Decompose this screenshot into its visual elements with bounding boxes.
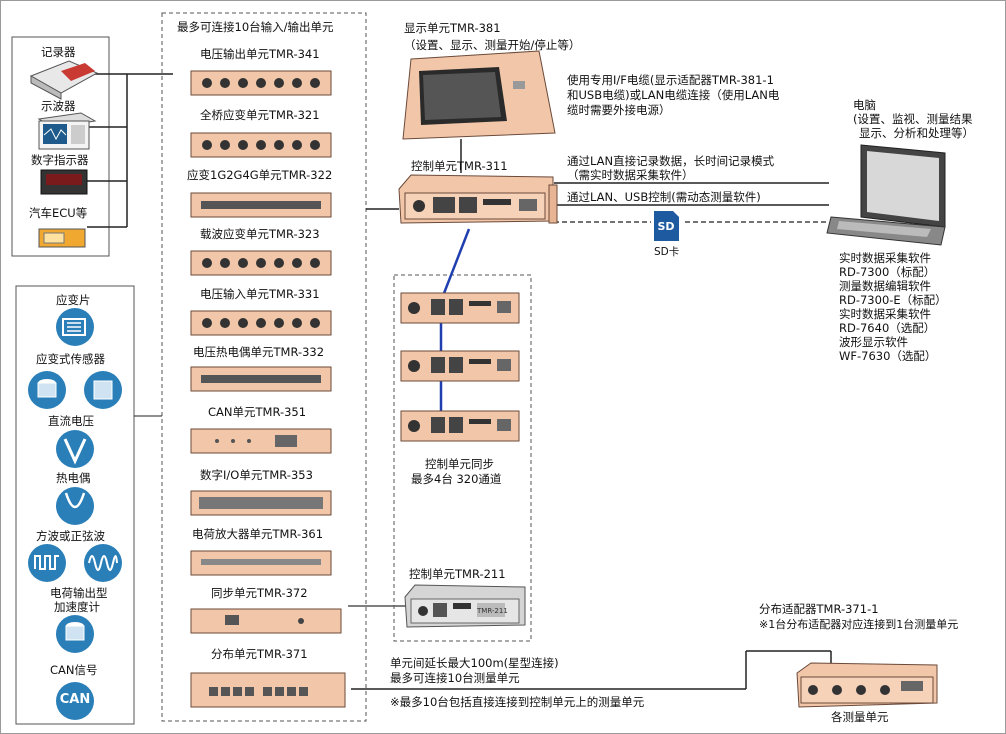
wave-label: 方波或正弦波 xyxy=(36,529,105,543)
strain-transducer-icon xyxy=(28,371,122,409)
digital-indicator-label: 数字指示器 xyxy=(31,153,89,167)
sync-group-label-2: 最多4台 320通道 xyxy=(411,472,502,486)
laptop-device xyxy=(826,144,946,246)
thermocouple-icon xyxy=(56,487,94,525)
dc-voltage-icon xyxy=(56,430,94,468)
unit-device-321 xyxy=(189,127,335,161)
distribution-note-3: ※最多10台包括直接连接到控制单元上的测量单元 xyxy=(390,695,645,709)
sd-card-label: SD卡 xyxy=(654,246,680,258)
software-line-7: 波形显示软件 xyxy=(839,335,908,349)
ecu-icon xyxy=(38,228,86,248)
unit-device-323 xyxy=(189,245,335,279)
control-unit-211-title: 控制单元TMR-211 xyxy=(409,567,506,581)
usb-control-note: 通过LAN、USB控制(需动态测量软件) xyxy=(567,190,761,204)
software-line-3: 测量数据编辑软件 xyxy=(839,279,931,293)
unit-label-341: 电压输出单元TMR-341 xyxy=(200,47,320,61)
accelerometer-icon xyxy=(56,615,94,653)
units-panel-frame xyxy=(161,12,367,722)
unit-device-351 xyxy=(189,423,335,457)
control-unit-211-device xyxy=(404,584,526,628)
charge-output-label: 电荷输出型 xyxy=(50,586,108,600)
display-cable-note-2: 和USB电缆)或LAN电缆连接（使用LAN电 xyxy=(567,88,780,102)
unit-device-331 xyxy=(189,305,335,339)
can-icon-text: CAN xyxy=(59,692,91,707)
unit-device-372 xyxy=(189,603,345,637)
unit-label-322: 应变1G2G4G单元TMR-322 xyxy=(187,168,333,182)
unit-device-332 xyxy=(189,361,335,395)
recorder-icon xyxy=(29,60,99,100)
display-cable-note-3: 缆时需要外接电源） xyxy=(567,103,671,117)
display-unit-subtitle: （设置、显示、测量开始/停止等） xyxy=(404,38,581,52)
distribution-adapter-note: ※1台分布适配器对应连接到1台测量单元 xyxy=(759,618,959,631)
control-unit-title: 控制单元TMR-311 xyxy=(411,159,508,173)
software-line-4: RD-7300-E（标配） xyxy=(839,293,947,307)
digital-indicator-icon xyxy=(40,169,88,195)
unit-device-341 xyxy=(189,65,335,99)
strain-gauge-icon xyxy=(56,308,94,346)
unit-device-353 xyxy=(189,485,335,519)
recorder-label: 记录器 xyxy=(41,45,76,59)
distribution-adapter-device xyxy=(796,662,938,708)
software-line-1: 实时数据采集软件 xyxy=(839,251,931,265)
ecu-label: 汽车ECU等 xyxy=(29,206,88,220)
sync-cables xyxy=(439,228,471,419)
unit-device-322 xyxy=(189,187,335,221)
unit-label-351: CAN单元TMR-351 xyxy=(208,405,307,419)
dc-voltage-label: 直流电压 xyxy=(48,414,94,428)
accelerometer-label: 加速度计 xyxy=(54,600,100,614)
thermocouple-label: 热电偶 xyxy=(56,471,91,485)
strain-transducer-label: 应变式传感器 xyxy=(36,352,105,366)
sync-control-unit-1 xyxy=(400,292,520,324)
unit-device-361 xyxy=(189,545,335,579)
unit-label-371: 分布单元TMR-371 xyxy=(211,647,308,661)
sync-group-frame xyxy=(393,274,532,642)
oscilloscope-label: 示波器 xyxy=(41,99,76,113)
strain-gauge-label: 应变片 xyxy=(56,293,91,307)
software-line-6: RD-7640（选配） xyxy=(839,321,936,335)
software-line-5: 实时数据采集软件 xyxy=(839,307,931,321)
display-unit-title: 显示单元TMR-381 xyxy=(404,21,501,35)
software-line-2: RD-7300（标配） xyxy=(839,265,936,279)
unit-label-331: 电压输入单元TMR-331 xyxy=(200,287,320,301)
pc-title: 电脑 xyxy=(853,98,876,112)
sync-control-unit-3 xyxy=(400,410,520,442)
output-devices-box xyxy=(11,36,110,257)
distribution-note-2: 最多可连接10台测量单元 xyxy=(390,671,520,685)
control-unit-device xyxy=(398,174,558,224)
software-line-8: WF-7630（选配） xyxy=(839,349,937,363)
display-unit-device xyxy=(402,50,556,140)
can-signal-label: CAN信号 xyxy=(50,663,98,677)
input-signals-box xyxy=(15,285,135,725)
oscilloscope-icon xyxy=(37,112,97,150)
sd-icon-text: SD xyxy=(657,220,675,233)
unit-label-361: 电荷放大器单元TMR-361 xyxy=(192,527,324,541)
unit-device-371 xyxy=(189,667,349,711)
pc-subtitle-1: (设置、监视、测量结果 xyxy=(853,112,973,126)
distribution-note-1: 单元间延长最大100m(星型连接) xyxy=(390,656,559,670)
lan-note-1: 通过LAN直接记录数据，长时间记录模式 xyxy=(567,154,775,168)
unit-label-332: 电压热电偶单元TMR-332 xyxy=(193,345,325,359)
pc-subtitle-2: 显示、分析和处理等） xyxy=(859,126,974,140)
can-signal-icon xyxy=(56,682,94,720)
square-wave-icon xyxy=(28,544,66,582)
control-unit-211-device-text: TMR-211 xyxy=(477,607,508,615)
unit-label-372: 同步单元TMR-372 xyxy=(211,586,308,600)
sync-control-unit-2 xyxy=(400,350,520,382)
unit-label-321: 全桥应变单元TMR-321 xyxy=(200,108,320,122)
unit-label-353: 数字I/O单元TMR-353 xyxy=(200,468,313,482)
units-panel-title: 最多可连接10台输入/输出单元 xyxy=(177,20,334,34)
sync-group-label-1: 控制单元同步 xyxy=(425,457,494,471)
display-cable-note-1: 使用专用I/F电缆(显示适配器TMR-381-1 xyxy=(567,73,774,87)
lan-note-2: （需实时数据采集软件） xyxy=(567,168,694,182)
sine-wave-icon xyxy=(84,544,122,582)
unit-label-323: 载波应变单元TMR-323 xyxy=(200,227,320,241)
distribution-adapter-title: 分布适配器TMR-371-1 xyxy=(759,602,879,616)
each-measurement-unit-label: 各测量单元 xyxy=(831,710,889,724)
sd-card-icon xyxy=(654,211,679,241)
